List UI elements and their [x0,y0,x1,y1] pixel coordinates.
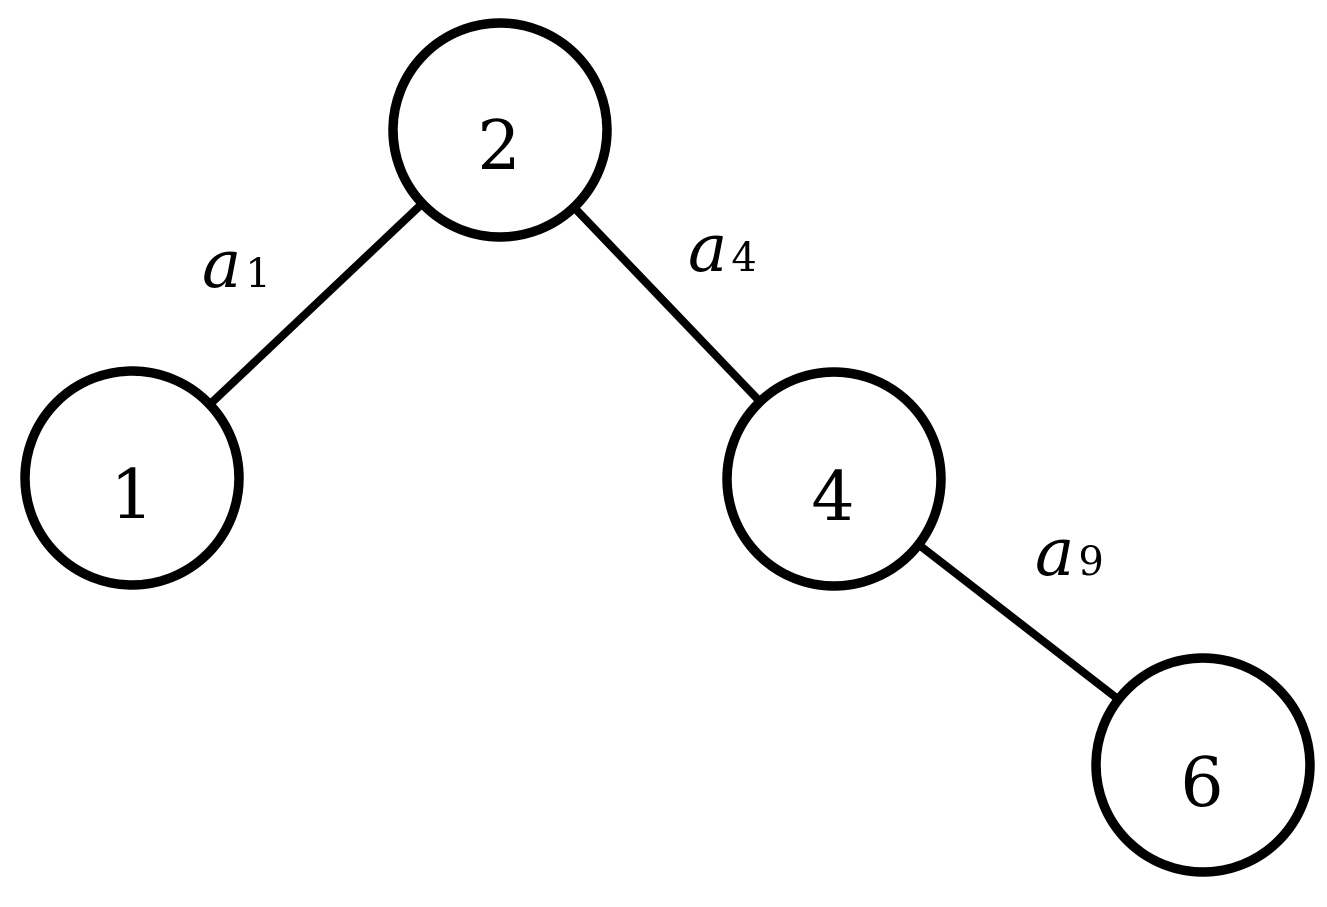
node-1-circle [20,366,244,590]
edge-group [209,203,1118,701]
node-group [20,18,1315,877]
edge-label-group: a 1 a 4 a 9 [202,210,1104,591]
node-1-label: 1 [110,456,153,535]
edge-label-a9: a 9 [1035,514,1104,591]
edge-label-a9-base: a [1035,514,1074,591]
node-4-circle [722,367,946,591]
edge-2-1 [209,203,423,405]
edge-label-a1-base: a [202,226,241,303]
edge-label-a1-sub: 1 [245,251,270,297]
edge-label-a4: a 4 [688,210,757,287]
edge-2-4 [573,207,761,402]
edge-4-6 [919,543,1118,701]
node-4-label: 4 [811,458,854,537]
edge-label-a4-base: a [688,210,727,287]
node-label-group: 2 1 4 6 [110,107,1223,823]
edge-label-a4-sub: 4 [731,235,756,281]
node-2-circle [388,18,612,242]
edge-label-a1: a 1 [202,226,271,303]
node-6-circle [1091,653,1315,877]
node-2-label: 2 [477,107,520,186]
node-6-label: 6 [1180,744,1223,823]
edge-label-a9-sub: 9 [1078,539,1103,585]
